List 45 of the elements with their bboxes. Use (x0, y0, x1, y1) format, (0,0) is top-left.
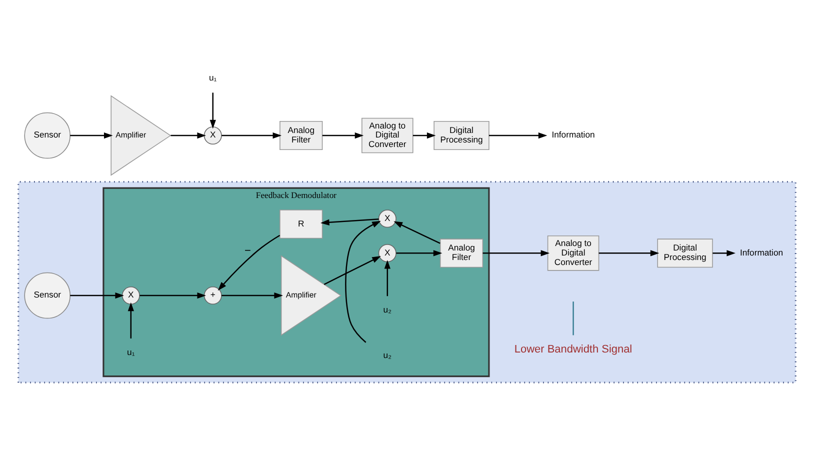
arrow (384, 259, 390, 296)
arrow (170, 132, 206, 138)
arrow (140, 292, 206, 298)
edge-label: − (244, 244, 251, 257)
arrow (222, 292, 283, 298)
arrow (210, 92, 216, 128)
arrow (482, 250, 550, 256)
arrow (128, 302, 134, 338)
node-text: Information (552, 129, 595, 140)
node-circle: + (204, 286, 222, 304)
node-circle: X (378, 209, 396, 228)
arrow (324, 256, 381, 284)
node-box: Analog Filter (280, 120, 323, 150)
arrow (70, 292, 124, 298)
node-box: Analog to Digital Converter (362, 117, 414, 153)
node-circle: Sensor (24, 272, 70, 318)
node-circle: X (122, 286, 140, 304)
arrow (222, 132, 282, 138)
arrow (396, 250, 442, 256)
node-circle: X (204, 126, 222, 144)
node-box: Analog to Digital Converter (547, 235, 600, 270)
node-text: Lower Bandwidth Signal (514, 343, 632, 356)
node-text: u₂ (383, 304, 392, 314)
arrow (412, 132, 436, 138)
connector (572, 301, 574, 335)
node-text: Information (740, 246, 784, 257)
node-box: Digital Processing (434, 120, 490, 150)
arrow (394, 220, 440, 244)
arrow (488, 132, 548, 138)
cluster (18, 180, 796, 383)
node-circle: Sensor (24, 112, 70, 158)
arrow (712, 250, 736, 256)
arrow (218, 234, 280, 290)
node-text: u₁ (127, 346, 135, 356)
arrow (345, 220, 381, 342)
node-text: u₁ (209, 72, 217, 82)
arrow (322, 132, 364, 138)
node-box: Digital Processing (657, 238, 713, 268)
arrow (598, 250, 660, 256)
node-text: u₂ (383, 350, 392, 360)
node-circle: X (378, 244, 396, 262)
arrow (70, 132, 113, 138)
arrow (320, 218, 379, 225)
node-box: R (280, 209, 323, 238)
node-box: Analog Filter (440, 238, 484, 268)
